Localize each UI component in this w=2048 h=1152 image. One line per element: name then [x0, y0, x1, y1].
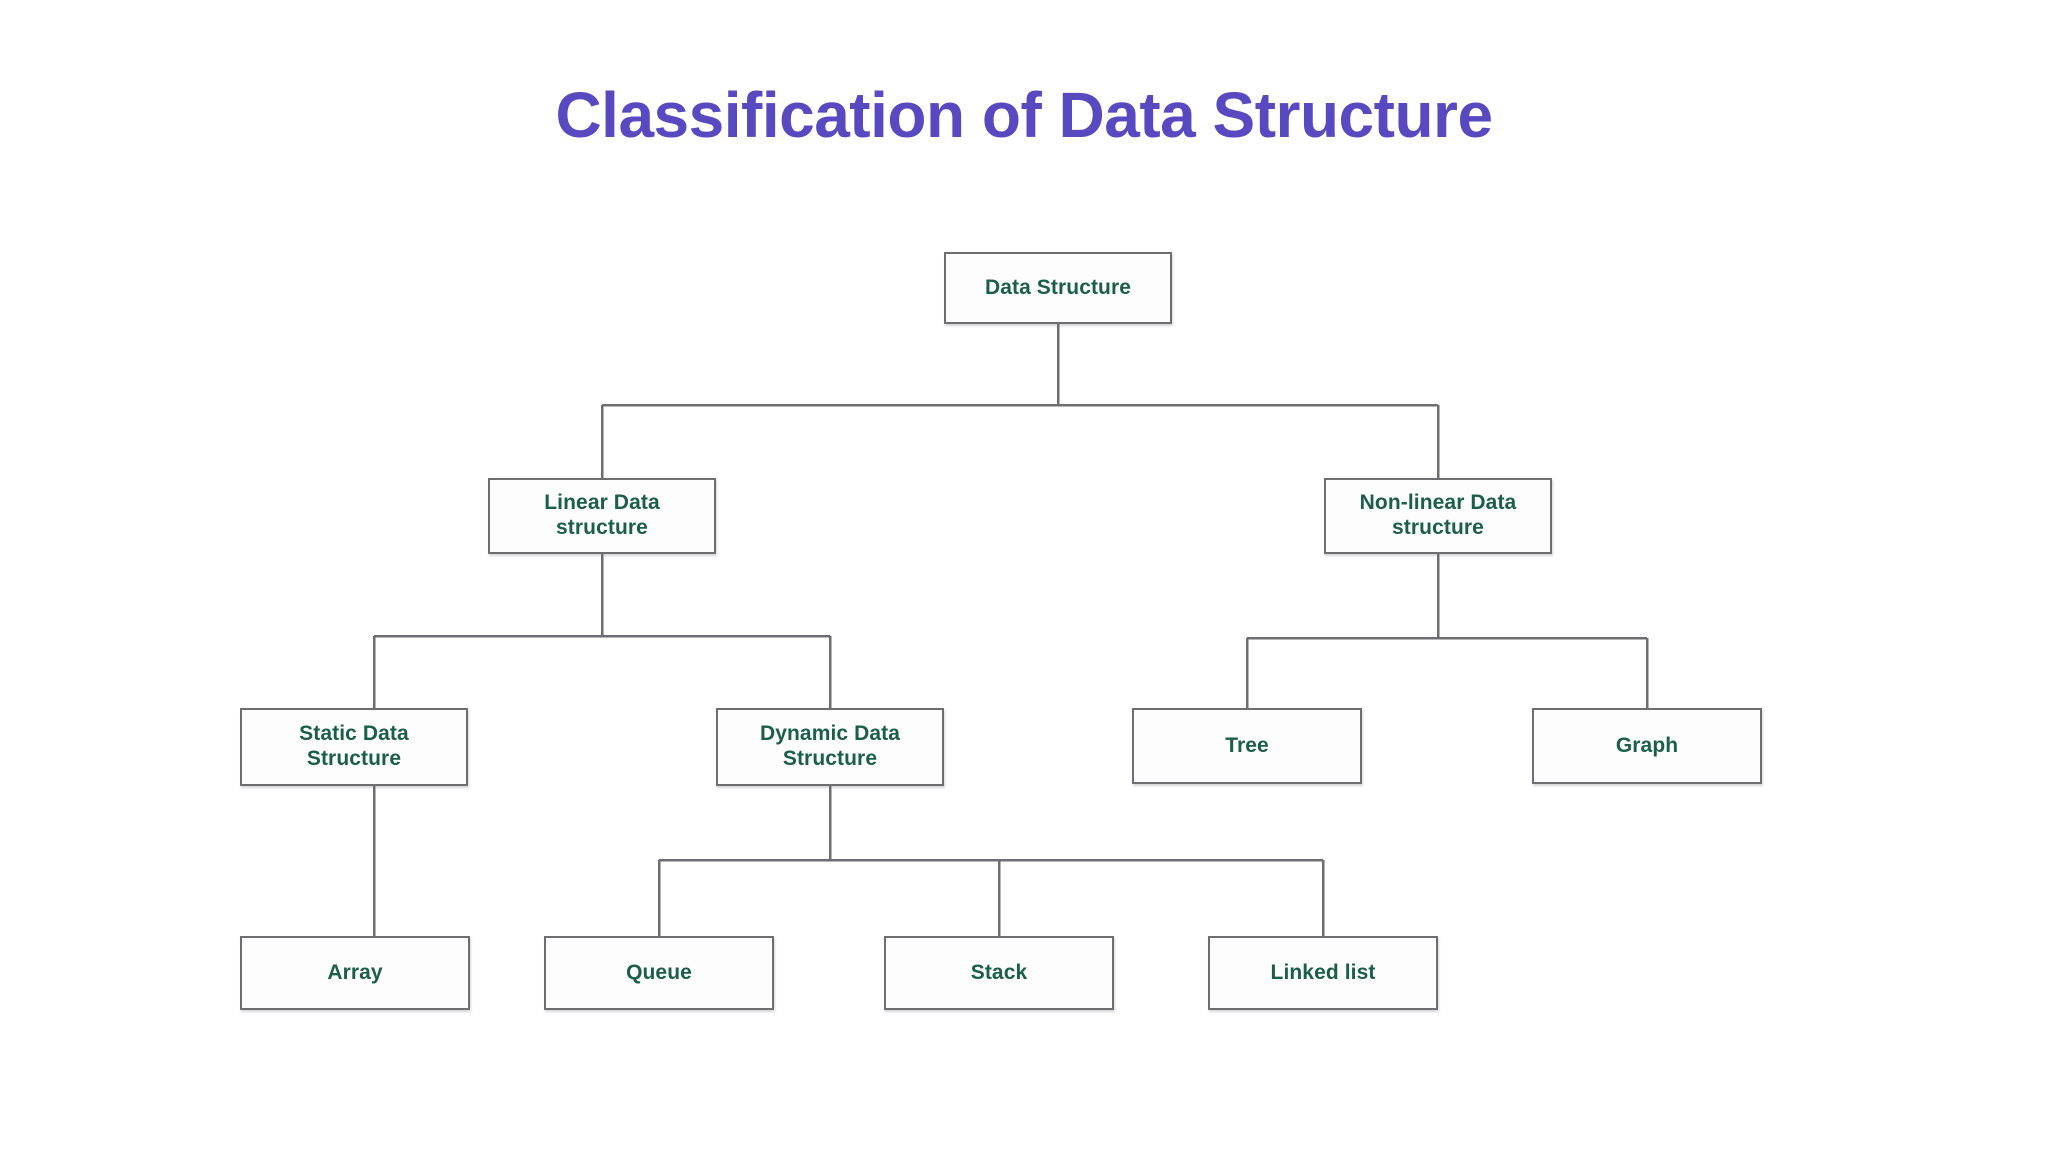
node-label: Data Structure	[984, 275, 1132, 299]
node-data-structure[interactable]: Data Structure	[944, 252, 1172, 324]
node-queue[interactable]: Queue	[544, 936, 774, 1010]
node-label: Stack	[970, 960, 1028, 984]
page-title: Classification of Data Structure	[555, 79, 1493, 151]
node-graph[interactable]: Graph	[1532, 708, 1762, 784]
node-label: Queue	[626, 960, 692, 984]
node-static-data-structure[interactable]: Static Data Structure	[240, 708, 468, 786]
node-label: Non-linear Data structure	[1359, 491, 1517, 539]
node-array[interactable]: Array	[240, 936, 470, 1010]
node-stack[interactable]: Stack	[884, 936, 1114, 1010]
node-tree[interactable]: Tree	[1132, 708, 1362, 784]
node-linear-data-structure[interactable]: Linear Data structure	[488, 478, 716, 554]
node-label: Linear Data structure	[544, 491, 660, 539]
node-label: Static Data Structure	[299, 722, 409, 770]
node-label: Tree	[1225, 733, 1269, 757]
node-label: Graph	[1615, 733, 1679, 757]
node-label: Linked list	[1270, 960, 1376, 984]
node-label: Array	[327, 960, 383, 984]
node-linked-list[interactable]: Linked list	[1208, 936, 1438, 1010]
node-label: Dynamic Data Structure	[759, 722, 901, 770]
node-non-linear-data-structure[interactable]: Non-linear Data structure	[1324, 478, 1552, 554]
node-dynamic-data-structure[interactable]: Dynamic Data Structure	[716, 708, 944, 786]
